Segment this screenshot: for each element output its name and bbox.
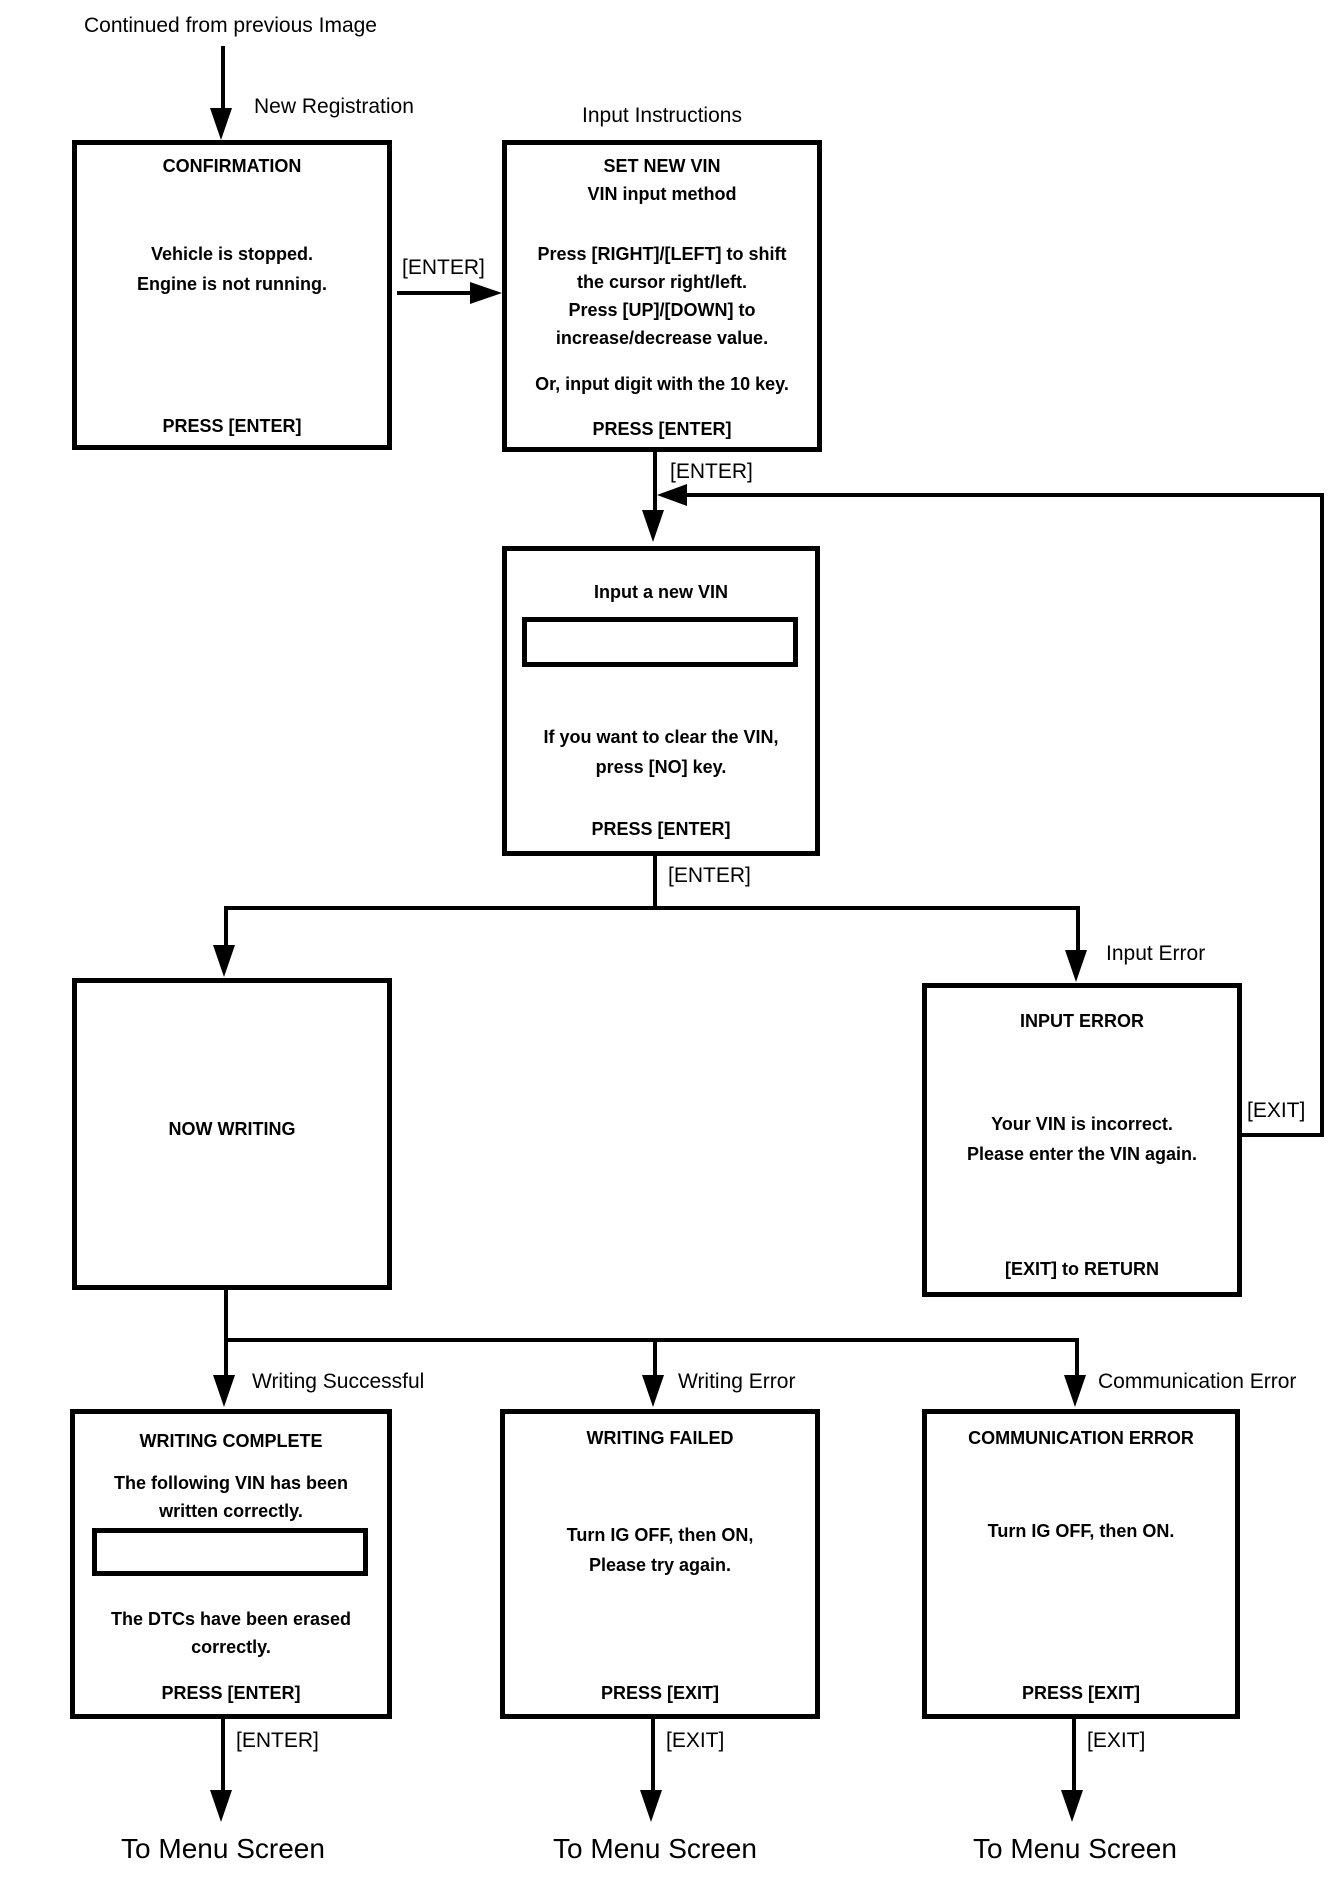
screen-text: Turn IG OFF, then ON,: [566, 1525, 754, 1545]
to-menu-screen-label: To Menu Screen: [973, 1833, 1177, 1864]
screen-text: Turn IG OFF, then ON.: [987, 1521, 1175, 1541]
connector-line: [224, 906, 1080, 910]
screen-footer: [EXIT] to RETURN: [1005, 1259, 1159, 1279]
arrowhead-down-icon: [640, 1790, 662, 1822]
screen-title: INPUT ERROR: [1019, 1011, 1144, 1031]
arrowhead-down-icon: [213, 945, 235, 977]
communication-error-screen: COMMUNICATION ERROR Turn IG OFF, then ON…: [922, 1409, 1240, 1719]
screen-text: If you want to clear the VIN,: [543, 727, 779, 747]
vin-output-field: [92, 1528, 368, 1576]
arrowhead-down-icon: [1064, 1375, 1086, 1407]
connector-line: [224, 1338, 228, 1378]
screen-title: COMMUNICATION ERROR: [968, 1428, 1194, 1448]
enter-label: [ENTER]: [670, 460, 753, 483]
screen-title: NOW WRITING: [168, 1119, 296, 1139]
screen-text: Press [UP]/[DOWN] to: [568, 300, 756, 320]
screen-subtitle: VIN input method: [587, 184, 737, 204]
confirmation-screen: CONFIRMATION Vehicle is stopped. Engine …: [72, 140, 392, 450]
connector-line: [1242, 1133, 1322, 1137]
exit-label: [EXIT]: [666, 1729, 725, 1752]
exit-label: [EXIT]: [1087, 1729, 1146, 1752]
screen-title: SET NEW VIN: [603, 156, 721, 176]
screen-text: Please enter the VIN again.: [966, 1144, 1198, 1164]
connector-line: [221, 46, 225, 110]
connector-line: [653, 1338, 657, 1378]
communication-error-label: Communication Error: [1098, 1370, 1297, 1393]
writing-error-label: Writing Error: [678, 1370, 796, 1393]
connector-line: [224, 1290, 228, 1342]
arrowhead-down-icon: [213, 1375, 235, 1407]
screen-title: WRITING COMPLETE: [139, 1431, 323, 1451]
screen-text: Press [RIGHT]/[LEFT] to shift: [537, 244, 787, 264]
screen-text: Your VIN is incorrect.: [991, 1114, 1173, 1134]
input-error-label: Input Error: [1106, 942, 1206, 965]
writing-failed-screen: WRITING FAILED Turn IG OFF, then ON, Ple…: [500, 1409, 820, 1719]
screen-text: press [NO] key.: [595, 757, 727, 777]
connector-line: [224, 1338, 1079, 1342]
connector-line: [397, 291, 472, 295]
screen-text: Vehicle is stopped.: [150, 244, 314, 264]
set-new-vin-screen: SET NEW VIN VIN input method Press [RIGH…: [502, 140, 822, 452]
arrowhead-down-icon: [210, 1790, 232, 1822]
input-error-screen: INPUT ERROR Your VIN is incorrect. Pleas…: [922, 983, 1242, 1297]
arrowhead-left-icon: [657, 484, 687, 506]
to-menu-screen-label: To Menu Screen: [553, 1833, 757, 1864]
arrowhead-down-icon: [210, 108, 232, 140]
input-new-vin-screen: Input a new VIN If you want to clear the…: [502, 546, 820, 856]
screen-footer: PRESS [ENTER]: [162, 416, 302, 436]
enter-label: [ENTER]: [402, 256, 485, 279]
arrowhead-down-icon: [642, 1375, 664, 1407]
continued-from-label: Continued from previous Image: [84, 14, 377, 37]
writing-complete-screen: WRITING COMPLETE The following VIN has b…: [70, 1409, 392, 1719]
arrowhead-down-icon: [1061, 1790, 1083, 1822]
connector-line: [221, 1719, 225, 1791]
enter-label: [ENTER]: [668, 864, 751, 887]
screen-text: written correctly.: [159, 1501, 303, 1521]
screen-footer: PRESS [ENTER]: [161, 1683, 301, 1703]
now-writing-screen: NOW WRITING: [72, 978, 392, 1290]
connector-line: [1320, 493, 1324, 1137]
new-registration-label: New Registration: [254, 95, 414, 118]
connector-line: [653, 452, 657, 512]
enter-label: [ENTER]: [236, 1729, 319, 1752]
input-instructions-label: Input Instructions: [582, 104, 742, 127]
screen-text: Please try again.: [588, 1555, 732, 1575]
screen-text: Engine is not running.: [137, 274, 327, 294]
screen-title: Input a new VIN: [593, 582, 728, 602]
screen-text: The following VIN has been: [113, 1473, 349, 1493]
connector-line: [651, 1719, 655, 1791]
arrowhead-down-icon: [1065, 950, 1087, 982]
screen-title: CONFIRMATION: [162, 156, 302, 176]
screen-footer: PRESS [EXIT]: [1021, 1683, 1141, 1703]
arrowhead-right-icon: [470, 282, 502, 304]
screen-text: correctly.: [191, 1637, 271, 1657]
screen-footer: PRESS [EXIT]: [600, 1683, 720, 1703]
screen-title: WRITING FAILED: [586, 1428, 734, 1448]
connector-line: [224, 906, 228, 948]
connector-line: [687, 493, 1322, 497]
screen-footer: PRESS [ENTER]: [592, 419, 732, 439]
screen-footer: PRESS [ENTER]: [591, 819, 731, 839]
screen-text: the cursor right/left.: [576, 272, 747, 292]
to-menu-screen-label: To Menu Screen: [121, 1833, 325, 1864]
vin-input-field: [522, 617, 798, 667]
exit-label: [EXIT]: [1247, 1099, 1306, 1122]
screen-text: Or, input digit with the 10 key.: [535, 374, 789, 394]
screen-text: increase/decrease value.: [555, 328, 769, 348]
screen-text: The DTCs have been erased: [110, 1609, 352, 1629]
connector-line: [1072, 1719, 1076, 1791]
writing-successful-label: Writing Successful: [252, 1370, 425, 1393]
connector-line: [1075, 1338, 1079, 1378]
arrowhead-down-icon: [642, 510, 664, 542]
connector-line: [653, 856, 657, 910]
connector-line: [1076, 906, 1080, 952]
